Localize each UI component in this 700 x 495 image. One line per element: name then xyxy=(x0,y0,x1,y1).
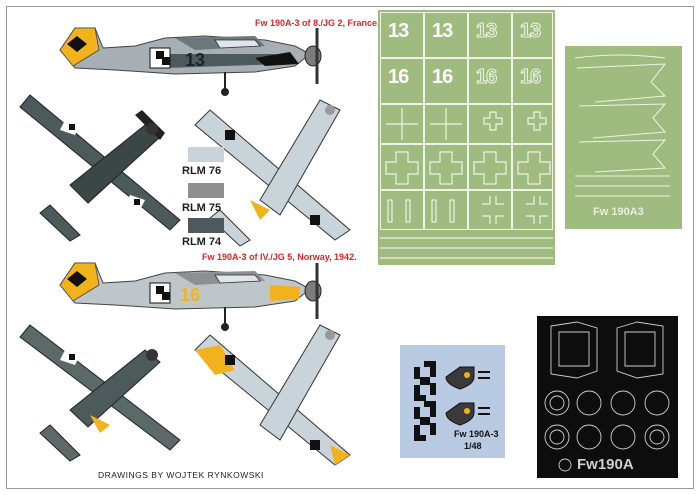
decal-sheet-title: Fw 190A-3 xyxy=(454,429,499,439)
plane1-top-view xyxy=(19,94,181,242)
paint-mask-sheet: 13 13 13 13 16 16 16 16 xyxy=(378,10,555,265)
frame-border xyxy=(6,6,694,489)
decal-sheet-scale: 1/48 xyxy=(464,441,482,451)
aircraft-artwork: Fw 190A-3 of 8./JG 2, France, 1942. 13 xyxy=(10,10,405,480)
masking-shapes xyxy=(544,321,670,472)
canopy-frame-masks xyxy=(574,54,670,197)
plane2-number: 16 xyxy=(180,285,200,305)
plane2-title: Fw 190A-3 of IV./JG 5, Norway, 1942. xyxy=(202,252,357,262)
decal-sheet: Fw 190A-3 1/48 xyxy=(400,345,505,458)
plane1-title: Fw 190A-3 of 8./JG 2, France, 1942. xyxy=(255,18,405,28)
mask-number-16: 16 xyxy=(388,66,409,88)
swatch-rlm74-label: RLM 74 xyxy=(182,236,222,248)
mask-number-16-outline: 16 xyxy=(475,66,497,89)
decal-graphics xyxy=(414,361,490,441)
mask-number-13: 13 xyxy=(432,20,453,42)
mask-number-13: 13 xyxy=(388,20,409,42)
canopy-sheet-label: Fw 190A3 xyxy=(593,206,644,218)
masking-sheet-label: Fw190A xyxy=(577,456,634,473)
plane2-bottom-view xyxy=(194,324,351,466)
swatch-rlm76-label: RLM 76 xyxy=(182,165,222,177)
swatch-rlm74 xyxy=(188,218,224,233)
credit-text: DRAWINGS BY WOJTEK RYNKOWSKI xyxy=(98,470,264,480)
plane1-side-view: 13 xyxy=(59,27,322,96)
swatch-rlm76 xyxy=(188,147,224,162)
mask-number-13-outline: 13 xyxy=(475,20,497,43)
swatch-rlm75-label: RLM 75 xyxy=(182,202,222,214)
mask-number-13-outline: 13 xyxy=(519,20,541,43)
plane2-side-view: 16 xyxy=(59,262,322,331)
plane2-top-view xyxy=(19,324,181,462)
masking-sheet: Fw190A xyxy=(537,316,678,478)
mask-number-16-outline: 16 xyxy=(519,66,541,89)
swatch-rlm75 xyxy=(188,183,224,198)
mask-number-16: 16 xyxy=(432,66,453,88)
canopy-mask-sheet: Fw 190A3 xyxy=(565,46,682,229)
plane1-number: 13 xyxy=(185,50,205,70)
cross-masks xyxy=(380,108,553,259)
